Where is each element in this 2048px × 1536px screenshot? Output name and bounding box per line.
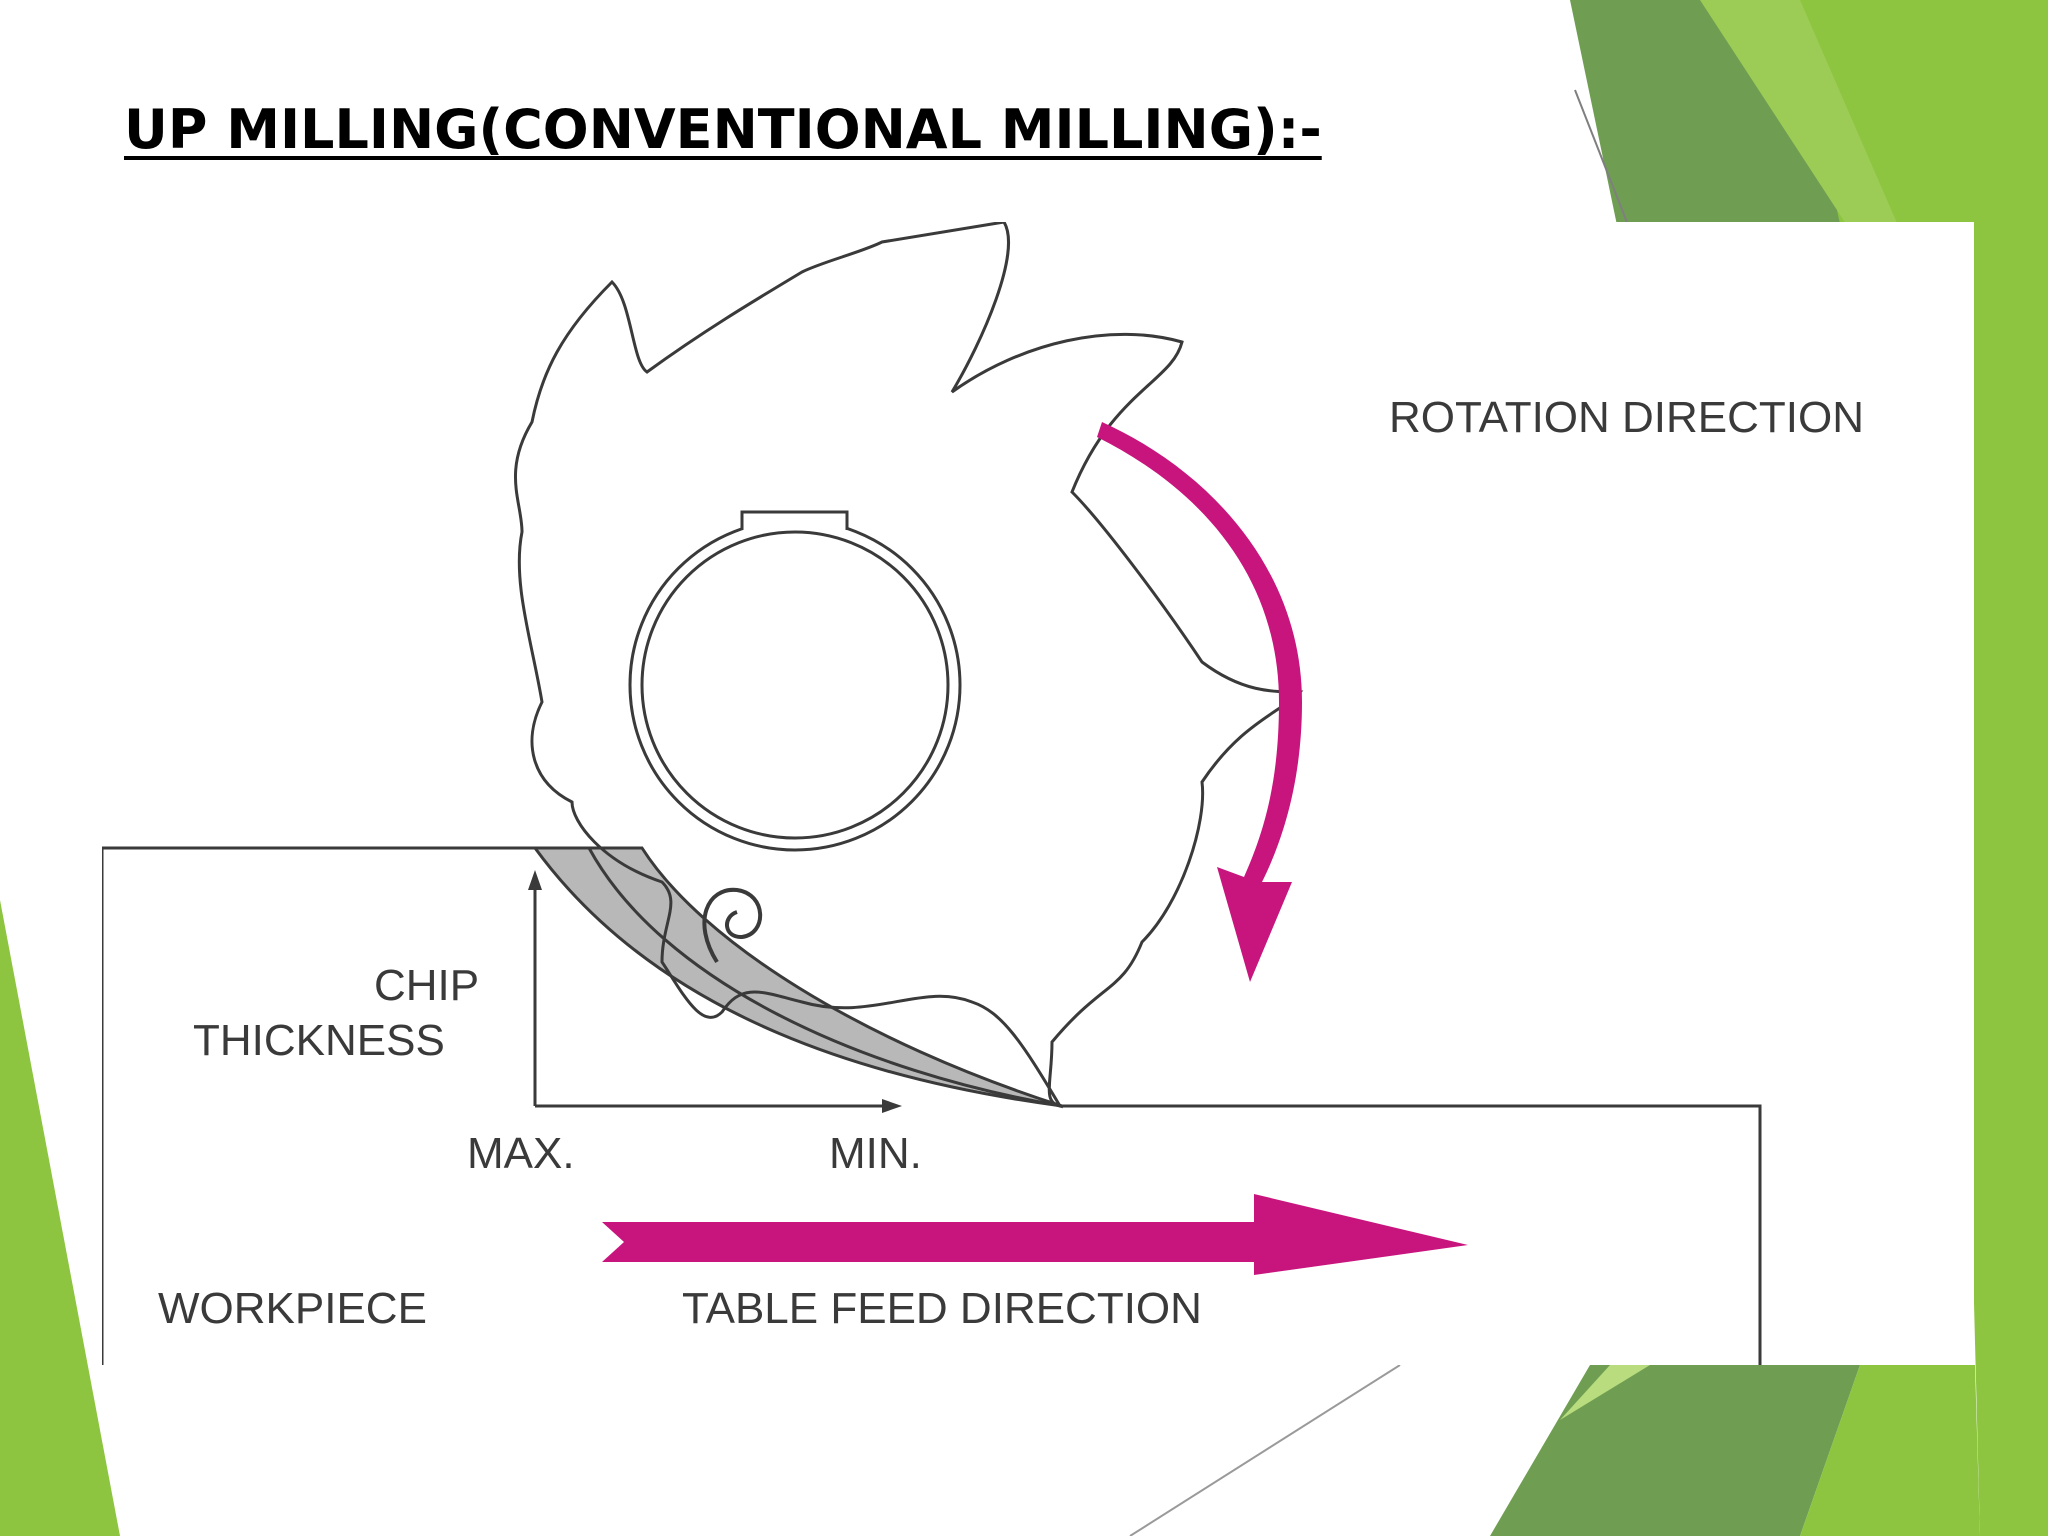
chip-curl	[702, 887, 763, 964]
milling-diagram-graphic	[102, 222, 1762, 1365]
label-table-feed-direction: TABLE FEED DIRECTION	[682, 1284, 1202, 1333]
chip-thickness-up-arrowhead	[528, 870, 542, 890]
rotation-arrow	[1097, 422, 1302, 982]
green-stripe-top-right-light	[1790, 0, 2048, 1536]
thin-line-top	[1574, 89, 1631, 231]
keyway	[740, 510, 849, 530]
label-chip: CHIP	[374, 961, 480, 1010]
table-feed-arrow	[602, 1194, 1468, 1275]
label-workpiece: WORKPIECE	[158, 1284, 427, 1333]
label-thickness: THICKNESS	[193, 1016, 445, 1065]
green-shape-bottom-right-pale	[1560, 1365, 1650, 1420]
green-stripe-top-right-mid	[1700, 0, 1900, 230]
milling-cutter-outline	[513, 222, 1304, 1109]
arbor-hole-inner	[640, 530, 950, 840]
thin-line-bottom	[1129, 1364, 1401, 1536]
workpiece-outline	[102, 846, 1762, 1365]
chip-thickness-right-arrowhead	[882, 1099, 902, 1113]
green-shape-bottom-right-dark	[1490, 1365, 1860, 1536]
green-shape-bottom-right-light	[1800, 1365, 1980, 1536]
label-min: MIN.	[829, 1129, 922, 1178]
milling-diagram: ROTATION DIRECTION CHIP THICKNESS MAX. M…	[102, 222, 1974, 1365]
slide-title: UP MILLING(CONVENTIONAL MILLING):-	[124, 98, 1322, 161]
arbor-hole-outer	[628, 518, 962, 852]
green-triangle-left	[0, 900, 120, 1536]
label-max: MAX.	[467, 1129, 575, 1178]
label-rotation-direction: ROTATION DIRECTION	[1389, 393, 1865, 442]
chip-inner-line	[587, 847, 1063, 1108]
